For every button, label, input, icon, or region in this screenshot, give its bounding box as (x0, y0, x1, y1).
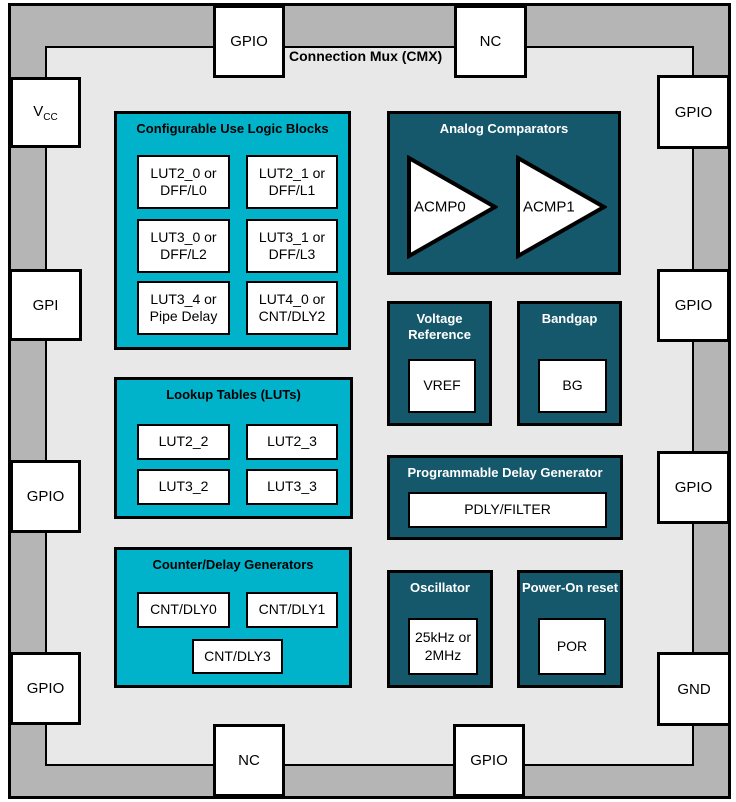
cell-pdly-filter: PDLY/FILTER (408, 492, 607, 528)
block-title: Configurable Use Logic Blocks (136, 121, 329, 136)
cell-por: POR (538, 618, 606, 675)
block-title: Bandgap (541, 311, 598, 326)
block-title: Analog Comparators (439, 121, 569, 136)
cell-oscillator-freq: 25kHz or 2MHz (408, 618, 478, 675)
cell-cnt-dly3: CNT/DLY3 (192, 639, 283, 674)
pin-bottom-gpio: GPIO (453, 724, 525, 797)
cell-lut3-0-dff-l2: LUT3_0 or DFF/L2 (137, 219, 230, 273)
block-configurable-use-logic-blocks: Configurable Use Logic Blocks LUT2_0 or … (114, 111, 351, 350)
cell-lut3-3: LUT3_3 (246, 469, 338, 505)
block-programmable-delay-generator: Programmable Delay Generator PDLY/FILTER (387, 455, 623, 540)
comparator-triangle-icon (407, 155, 498, 259)
pin-label: GND (677, 680, 711, 698)
connection-mux-label: Connection Mux (CMX) (289, 48, 443, 64)
cell-lut2-0-dff-l0: LUT2_0 or DFF/L0 (137, 155, 230, 209)
acmp1-comparator-symbol: ACMP1 (516, 155, 607, 259)
pin-left-gpio-1: GPIO (10, 460, 81, 533)
pin-label: GPIO (26, 488, 65, 505)
block-power-on-reset: Power-On reset POR (517, 570, 623, 688)
cell-lut2-1-dff-l1: LUT2_1 or DFF/L1 (246, 155, 338, 209)
pin-left-gpio-2: GPIO (10, 652, 81, 725)
pin-label: GPIO (470, 752, 508, 769)
block-title: Power-On reset (521, 580, 619, 595)
block-voltage-reference: Voltage Reference VREF (387, 301, 492, 426)
pin-label: GPIO (26, 680, 65, 697)
block-title: Oscillator (410, 580, 470, 595)
pin-label: GPIO (674, 479, 713, 496)
cell-cnt-dly0: CNT/DLY0 (137, 592, 230, 628)
pin-label: GPIO (230, 33, 268, 50)
pin-right-gpio-3: GPIO (657, 451, 730, 524)
block-analog-comparators: Analog Comparators ACMP0 ACMP1 (387, 111, 621, 275)
block-title: Voltage Reference (408, 311, 471, 343)
pin-label: GPI (32, 296, 59, 314)
cell-bg: BG (538, 359, 607, 413)
cell-lut2-3: LUT2_3 (246, 424, 338, 460)
pin-label: GPIO (674, 103, 713, 121)
pin-top-nc: NC (454, 5, 527, 78)
cell-vref: VREF (408, 359, 476, 413)
pin-left-gpi: GPI (9, 269, 82, 341)
pin-label: NC (238, 752, 260, 769)
block-title: Programmable Delay Generator (407, 465, 603, 480)
pin-bottom-nc: NC (213, 724, 285, 797)
comparator-label: ACMP1 (523, 198, 575, 216)
block-title: Lookup Tables (LUTs) (166, 387, 301, 402)
cell-lut3-1-dff-l3: LUT3_1 or DFF/L3 (246, 219, 338, 273)
comparator-triangle-icon (516, 155, 607, 259)
pin-right-gnd: GND (657, 652, 731, 726)
pin-label: NC (479, 33, 502, 50)
block-counter-delay-generators: Counter/Delay Generators CNT/DLY0 CNT/DL… (114, 547, 352, 688)
pin-left-vcc: VCC (10, 77, 81, 148)
pin-top-gpio: GPIO (213, 5, 285, 78)
cell-lut3-4-pipe-delay: LUT3_4 or Pipe Delay (137, 281, 230, 335)
block-title: Counter/Delay Generators (152, 557, 314, 572)
comparator-label: ACMP0 (414, 198, 466, 216)
block-bandgap: Bandgap BG (517, 301, 622, 426)
pin-label: GPIO (674, 297, 713, 314)
pin-right-gpio-1: GPIO (657, 75, 730, 149)
acmp0-comparator-symbol: ACMP0 (407, 155, 498, 259)
pin-right-gpio-2: GPIO (657, 269, 730, 342)
cell-cnt-dly1: CNT/DLY1 (246, 592, 338, 628)
cell-lut4-0-cnt-dly2: LUT4_0 or CNT/DLY2 (246, 281, 338, 335)
block-oscillator: Oscillator 25kHz or 2MHz (387, 570, 493, 688)
pin-label-vcc: VCC (33, 102, 58, 123)
cell-lut2-2: LUT2_2 (137, 424, 230, 460)
block-lookup-tables: Lookup Tables (LUTs) LUT2_2 LUT2_3 LUT3_… (114, 377, 353, 519)
cell-lut3-2: LUT3_2 (137, 469, 230, 505)
